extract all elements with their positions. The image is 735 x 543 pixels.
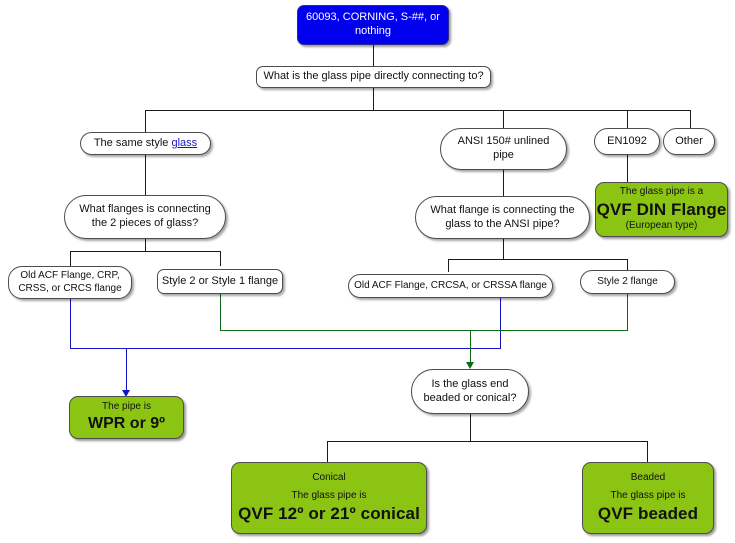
arrowhead-green-beaded-question bbox=[466, 362, 474, 369]
connector-to-beaded bbox=[647, 441, 648, 462]
option-same-style-glass-prefix: The same style bbox=[93, 136, 172, 149]
start-line2: nothing bbox=[354, 25, 392, 37]
glass-link[interactable]: glass bbox=[171, 136, 198, 149]
option-en1092[interactable]: EN1092 bbox=[594, 128, 660, 155]
connector-start-to-question bbox=[373, 45, 374, 66]
result-wpr-line2: WPR or 9º bbox=[88, 414, 165, 432]
connector-to-same-style-glass bbox=[145, 110, 146, 132]
result-din-line2: QVF DIN Flange bbox=[596, 199, 727, 219]
option-ansi-line1: ANSI 150# unlined bbox=[457, 135, 550, 148]
question-beaded-line2: beaded or conical? bbox=[423, 391, 517, 404]
result-conical-line2: QVF 12º or 21º conical bbox=[238, 503, 420, 523]
option-en1092-text: EN1092 bbox=[607, 134, 647, 147]
connector-blue-to-wpr bbox=[126, 348, 127, 392]
connector-green-from-style2 bbox=[627, 294, 628, 330]
connector-to-other bbox=[690, 110, 691, 132]
connector-right-options-bar bbox=[448, 259, 627, 260]
question-flanges-two-glass[interactable]: What flanges is connecting the 2 pieces … bbox=[64, 195, 226, 239]
connector-flanges-question-down bbox=[145, 239, 146, 251]
option-old-acf-crp-line2: CRSS, or CRCS flange bbox=[18, 282, 122, 294]
connector-green-from-style2-style1 bbox=[220, 294, 221, 330]
question-flanges-two-glass-line1: What flanges is connecting bbox=[79, 203, 211, 216]
result-beaded-line1: The glass pipe is bbox=[610, 490, 686, 502]
question-beaded-line1: Is the glass end bbox=[431, 377, 509, 390]
option-style2-flange[interactable]: Style 2 flange bbox=[580, 270, 675, 294]
arrowhead-blue-wpr bbox=[122, 390, 130, 397]
connector-question-down bbox=[373, 88, 374, 110]
option-style2-text: Style 2 flange bbox=[597, 275, 658, 287]
option-ansi-150-unlined-pipe[interactable]: ANSI 150# unlined pipe bbox=[440, 128, 567, 170]
result-qvf-din-flange[interactable]: The glass pipe is a QVF DIN Flange (Euro… bbox=[595, 182, 728, 237]
connector-to-ansi bbox=[503, 110, 504, 132]
option-ansi-line2: pipe bbox=[493, 149, 514, 161]
connector-level1-bar bbox=[145, 110, 690, 111]
connector-blue-from-old-acf-crp bbox=[70, 299, 71, 349]
option-other-text: Other bbox=[675, 134, 703, 147]
connector-beaded-question-down bbox=[470, 414, 471, 441]
question-flanges-two-glass-line2: the 2 pieces of glass? bbox=[91, 217, 199, 229]
connector-green-horizontal bbox=[220, 330, 628, 331]
option-old-acf-crcsa-text: Old ACF Flange, CRCSA, or CRSSA flange bbox=[354, 279, 547, 291]
connector-blue-from-old-acf-crcsa bbox=[500, 298, 501, 349]
connector-left-options-bar bbox=[70, 251, 220, 252]
connector-glass-to-flanges-question bbox=[145, 155, 146, 195]
connector-bottom-bar bbox=[327, 441, 647, 442]
question-flange-to-ansi-line1: What flange is connecting the bbox=[430, 203, 575, 216]
connector-green-to-beaded-question bbox=[470, 330, 471, 364]
question-connecting-to-text: What is the glass pipe directly connecti… bbox=[263, 70, 484, 83]
connector-to-conical bbox=[327, 441, 328, 462]
result-qvf-conical[interactable]: Conical The glass pipe is QVF 12º or 21º… bbox=[231, 462, 427, 534]
question-flange-to-ansi[interactable]: What flange is connecting the glass to t… bbox=[415, 196, 590, 239]
connector-blue-horizontal bbox=[70, 348, 501, 349]
question-flange-to-ansi-line2: glass to the ANSI pipe? bbox=[445, 217, 560, 230]
connector-to-old-acf-crp bbox=[70, 251, 71, 266]
connector-to-style2-or-style1 bbox=[220, 251, 221, 266]
result-wpr-line1: The pipe is bbox=[102, 401, 151, 413]
result-qvf-beaded[interactable]: Beaded The glass pipe is QVF beaded bbox=[582, 462, 714, 534]
option-same-style-glass-text: The same style glass bbox=[81, 137, 210, 151]
result-wpr-or-9[interactable]: The pipe is WPR or 9º bbox=[69, 396, 184, 439]
start-line1: 60093, CORNING, S-##, or bbox=[306, 11, 440, 24]
question-beaded-or-conical[interactable]: Is the glass end beaded or conical? bbox=[411, 369, 529, 414]
connector-to-style2 bbox=[627, 259, 628, 270]
question-connecting-to[interactable]: What is the glass pipe directly connecti… bbox=[256, 66, 491, 88]
connector-to-old-acf-crcsa bbox=[448, 259, 449, 272]
connector-ansi-question-down bbox=[503, 239, 504, 259]
option-style2-or-style1-text: Style 2 or Style 1 flange bbox=[161, 274, 279, 287]
option-old-acf-crcsa-crssa[interactable]: Old ACF Flange, CRCSA, or CRSSA flange bbox=[348, 274, 553, 298]
option-style2-or-style1-flange[interactable]: Style 2 or Style 1 flange bbox=[157, 269, 283, 294]
start-node[interactable]: 60093, CORNING, S-##, or nothing bbox=[297, 5, 449, 45]
result-din-line3: (European type) bbox=[625, 220, 698, 232]
option-old-acf-crp-crss-crcs[interactable]: Old ACF Flange, CRP, CRSS, or CRCS flang… bbox=[8, 266, 132, 299]
connector-en1092-to-din bbox=[627, 155, 628, 182]
result-conical-label: Conical bbox=[312, 471, 346, 483]
result-beaded-line2: QVF beaded bbox=[597, 503, 699, 523]
result-conical-line1: The glass pipe is bbox=[291, 490, 367, 502]
connector-to-en1092 bbox=[627, 110, 628, 132]
option-other[interactable]: Other bbox=[663, 128, 715, 155]
option-same-style-glass[interactable]: The same style glass bbox=[80, 132, 211, 155]
connector-ansi-to-flange-question bbox=[503, 170, 504, 196]
result-din-line1: The glass pipe is a bbox=[619, 186, 704, 198]
option-old-acf-crp-line1: Old ACF Flange, CRP, bbox=[20, 270, 120, 281]
result-beaded-label: Beaded bbox=[630, 471, 666, 483]
